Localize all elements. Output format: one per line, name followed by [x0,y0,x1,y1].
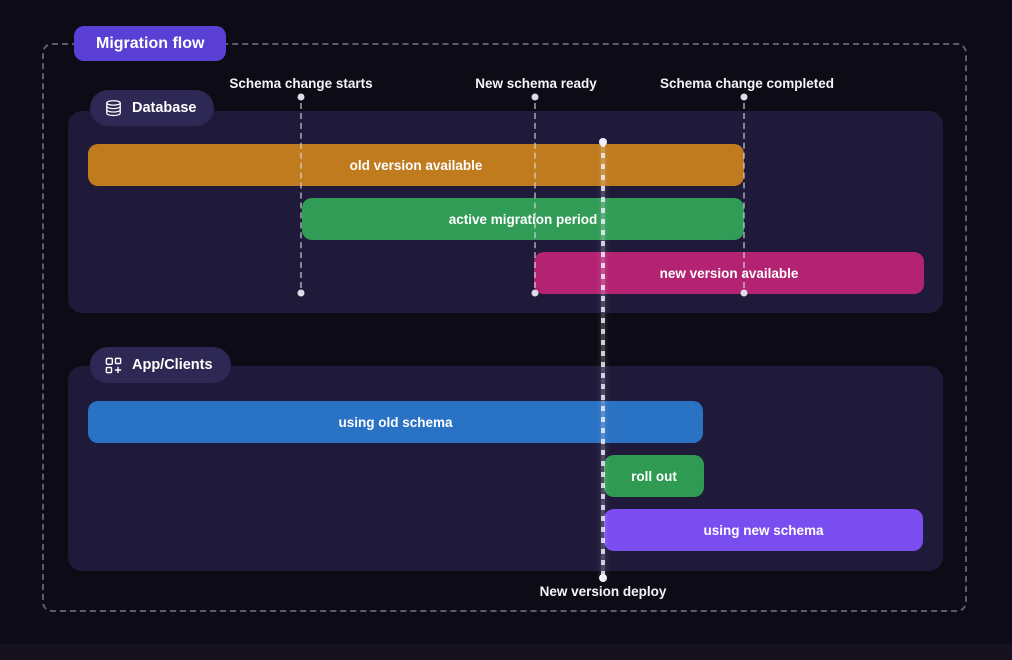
database-badge-label: Database [132,100,197,116]
marker-dot-bottom-ready [531,289,539,297]
bar-using-old-schema: using old schema [88,401,703,443]
apps-icon [104,356,123,375]
bar-new-version-available: new version available [534,252,924,294]
database-badge: Database [90,90,215,126]
marker-dot-bottom-completed [740,289,748,297]
deploy-line [601,142,605,578]
database-icon [104,99,123,118]
bar-using-new-schema: using new schema [604,509,923,551]
diagram-title-badge: Migration flow [74,26,227,61]
deploy-dot-top [599,138,607,146]
bar-label: using new schema [703,522,824,538]
bar-active-migration-period: active migration period [302,198,744,240]
deploy-dot-bottom [599,574,607,582]
footer-strip [0,644,1012,660]
deploy-label: New version deploy [539,584,667,599]
marker-label-schema-change-starts: Schema change starts [229,76,373,91]
marker-line-ready [534,103,536,288]
bar-label: old version available [349,157,483,173]
bar-label: using old schema [338,414,453,430]
marker-dot-top-starts [297,93,305,101]
bar-old-version-available: old version available [88,144,744,186]
marker-label-schema-change-completed: Schema change completed [659,76,835,91]
bar-label: roll out [631,468,677,484]
app-clients-badge-label: App/Clients [132,357,213,373]
app-clients-badge: App/Clients [90,347,231,383]
marker-label-new-schema-ready: New schema ready [475,76,597,91]
bar-roll-out: roll out [604,455,704,497]
bar-label: new version available [659,265,799,281]
marker-line-starts [300,103,302,288]
diagram-dashed-frame [42,43,967,612]
diagram-title: Migration flow [96,34,205,52]
marker-dot-bottom-starts [297,289,305,297]
bar-label: active migration period [448,211,598,227]
marker-line-completed [743,103,745,288]
marker-dot-top-ready [531,93,539,101]
marker-dot-top-completed [740,93,748,101]
